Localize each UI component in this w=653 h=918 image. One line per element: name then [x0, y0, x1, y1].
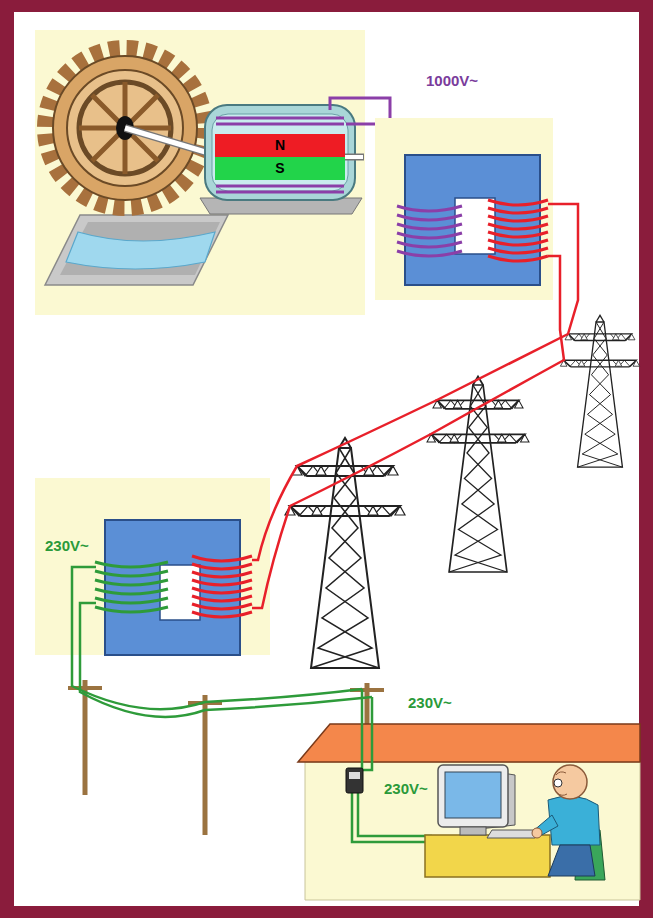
generator: [344, 155, 363, 159]
person: [553, 765, 587, 799]
electric-meter: [346, 768, 363, 793]
step-up-transformer: [397, 155, 548, 285]
person: [557, 793, 567, 795]
step-down-transformer: [192, 556, 252, 561]
house-wire: [352, 792, 432, 842]
house-wire: [361, 689, 364, 770]
step-down-transformer: [95, 598, 168, 603]
electric-meter: [346, 768, 363, 793]
water-channel: [45, 215, 228, 285]
step-up-transformer: [488, 208, 548, 213]
generator: [200, 105, 364, 214]
magnet-south-pole: S: [215, 157, 345, 180]
step-down-transformer: [192, 580, 252, 585]
computer: [438, 765, 508, 827]
house-wire: [358, 792, 432, 836]
panel: [375, 118, 553, 300]
person: [554, 779, 562, 787]
power-line: [252, 256, 564, 608]
low-voltage-line: [72, 567, 372, 717]
step-down-transformer: [95, 562, 168, 612]
step-up-transformer: [397, 224, 462, 229]
person: [532, 765, 605, 880]
low-voltage-line: [80, 603, 372, 717]
pole-letter: S: [275, 161, 284, 176]
voltage-label: 230V~: [45, 537, 89, 554]
frame-inner: [14, 12, 639, 906]
step-down-transformer: [192, 588, 252, 593]
water-channel: [60, 222, 220, 275]
voltage-label: 1000V~: [426, 72, 478, 89]
step-up-transformer: [397, 206, 462, 211]
step-up-transformer: [397, 206, 462, 256]
step-up-transformer: [488, 232, 548, 237]
person: [532, 828, 542, 838]
computer: [445, 772, 501, 818]
step-down-transformer: [192, 564, 252, 569]
magnet-north-pole: N: [215, 134, 345, 157]
step-up-transformer: [397, 215, 462, 220]
step-up-transformer: [488, 240, 548, 245]
step-down-transformer: [95, 520, 252, 655]
step-down-transformer: [105, 520, 240, 655]
pylon-symbol: [427, 377, 529, 573]
shaft: [125, 128, 212, 154]
water: [66, 232, 215, 269]
person: [556, 772, 566, 775]
step-up-transformer: [397, 242, 462, 247]
person: [548, 796, 600, 845]
step-up-transformer: [488, 256, 548, 261]
step-down-transformer: [192, 612, 252, 617]
generator: [344, 154, 364, 161]
step-down-transformer: [192, 572, 252, 577]
pylon-symbol: [285, 438, 405, 668]
step-down-transformer: [95, 571, 168, 576]
water: [66, 232, 215, 269]
panel: [35, 30, 365, 315]
computer: [425, 835, 550, 877]
house: [305, 762, 640, 900]
electric-meter: [349, 772, 360, 779]
generator: [212, 114, 348, 191]
computer: [460, 827, 486, 835]
step-up-transformer: [488, 248, 548, 253]
voltage-label: 230V~: [408, 694, 452, 711]
step-up-transformer: [488, 216, 548, 221]
step-up-transformer: [488, 224, 548, 229]
power-line: [252, 204, 578, 608]
house-wire: [352, 689, 432, 842]
panel: [35, 478, 270, 655]
low-voltage-line: [72, 567, 362, 709]
person: [548, 845, 595, 876]
step-up-transformer: [397, 233, 462, 238]
shaft: [125, 128, 212, 154]
house: [298, 724, 640, 762]
voltage-label: 230V~: [384, 780, 428, 797]
shaft: [125, 128, 212, 154]
utility-pole: [83, 680, 88, 795]
pole-letter: N: [275, 138, 285, 153]
power-line: [252, 204, 578, 560]
computer: [425, 765, 550, 877]
house: [298, 724, 640, 900]
step-down-transformer: [192, 604, 252, 609]
generator: [216, 118, 344, 192]
step-down-transformer: [95, 589, 168, 594]
step-down-transformer: [95, 562, 168, 567]
step-down-transformer: [95, 580, 168, 585]
water-channel: [45, 215, 228, 285]
house-wire: [363, 697, 372, 770]
step-down-transformer: [192, 556, 252, 617]
step-down-transformer: [192, 596, 252, 601]
pylon-symbol: [560, 315, 639, 467]
utility-pole: [203, 695, 208, 835]
step-up-transformer: [488, 200, 548, 261]
generator: [205, 105, 355, 200]
step-up-transformer: [397, 251, 462, 256]
step-down-transformer: [95, 607, 168, 612]
step-up-transformer: [488, 200, 548, 205]
